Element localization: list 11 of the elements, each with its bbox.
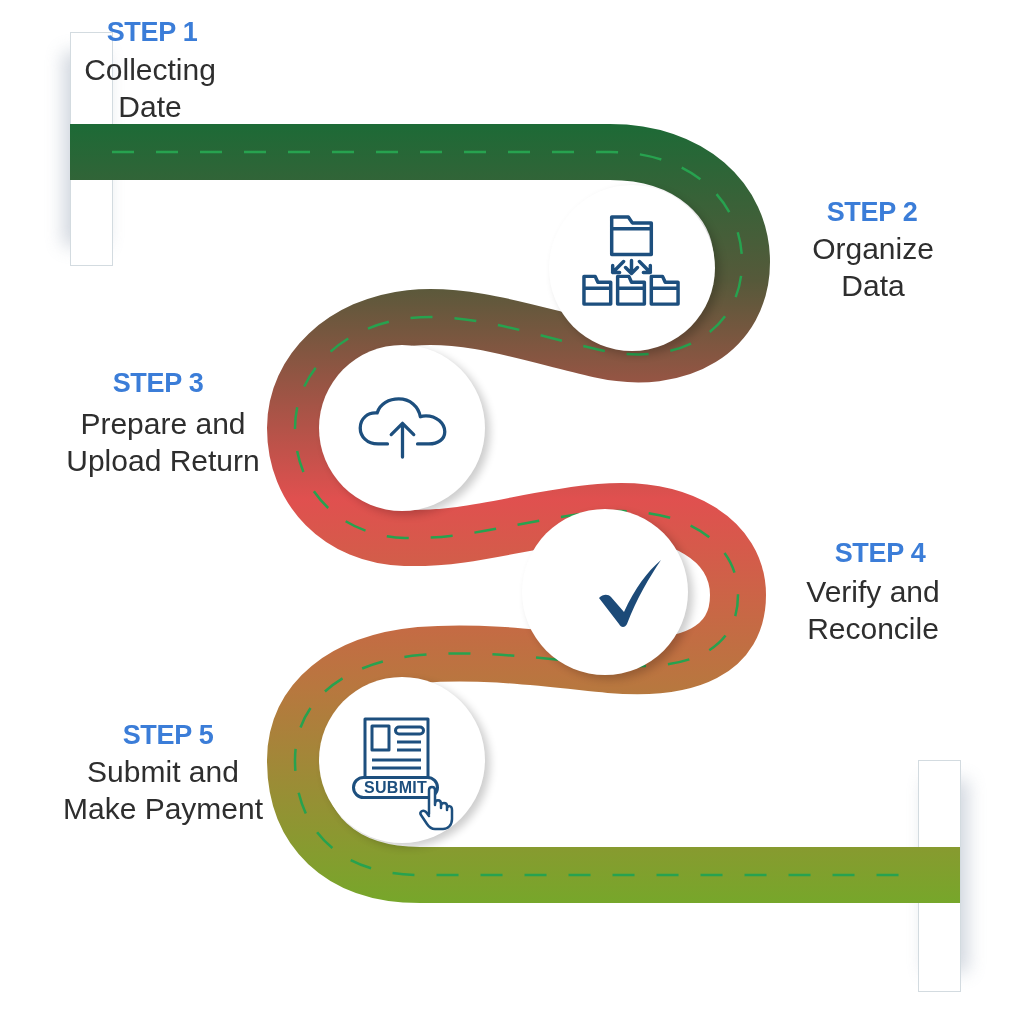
step-description: Submit and Make Payment (61, 754, 265, 827)
step-description: Verify and Reconcile (805, 574, 941, 647)
step-description: Organize Data (811, 231, 935, 304)
step-heading: STEP 3 (112, 367, 204, 399)
step-description: Collecting Date (83, 52, 217, 125)
step-heading: STEP 1 (106, 16, 198, 48)
submit-button: SUBMIT (352, 776, 440, 799)
step-description: Prepare and Upload Return (65, 406, 261, 479)
step-heading: STEP 5 (122, 719, 214, 751)
step-heading: STEP 2 (826, 196, 918, 228)
step-heading: STEP 4 (834, 537, 926, 569)
